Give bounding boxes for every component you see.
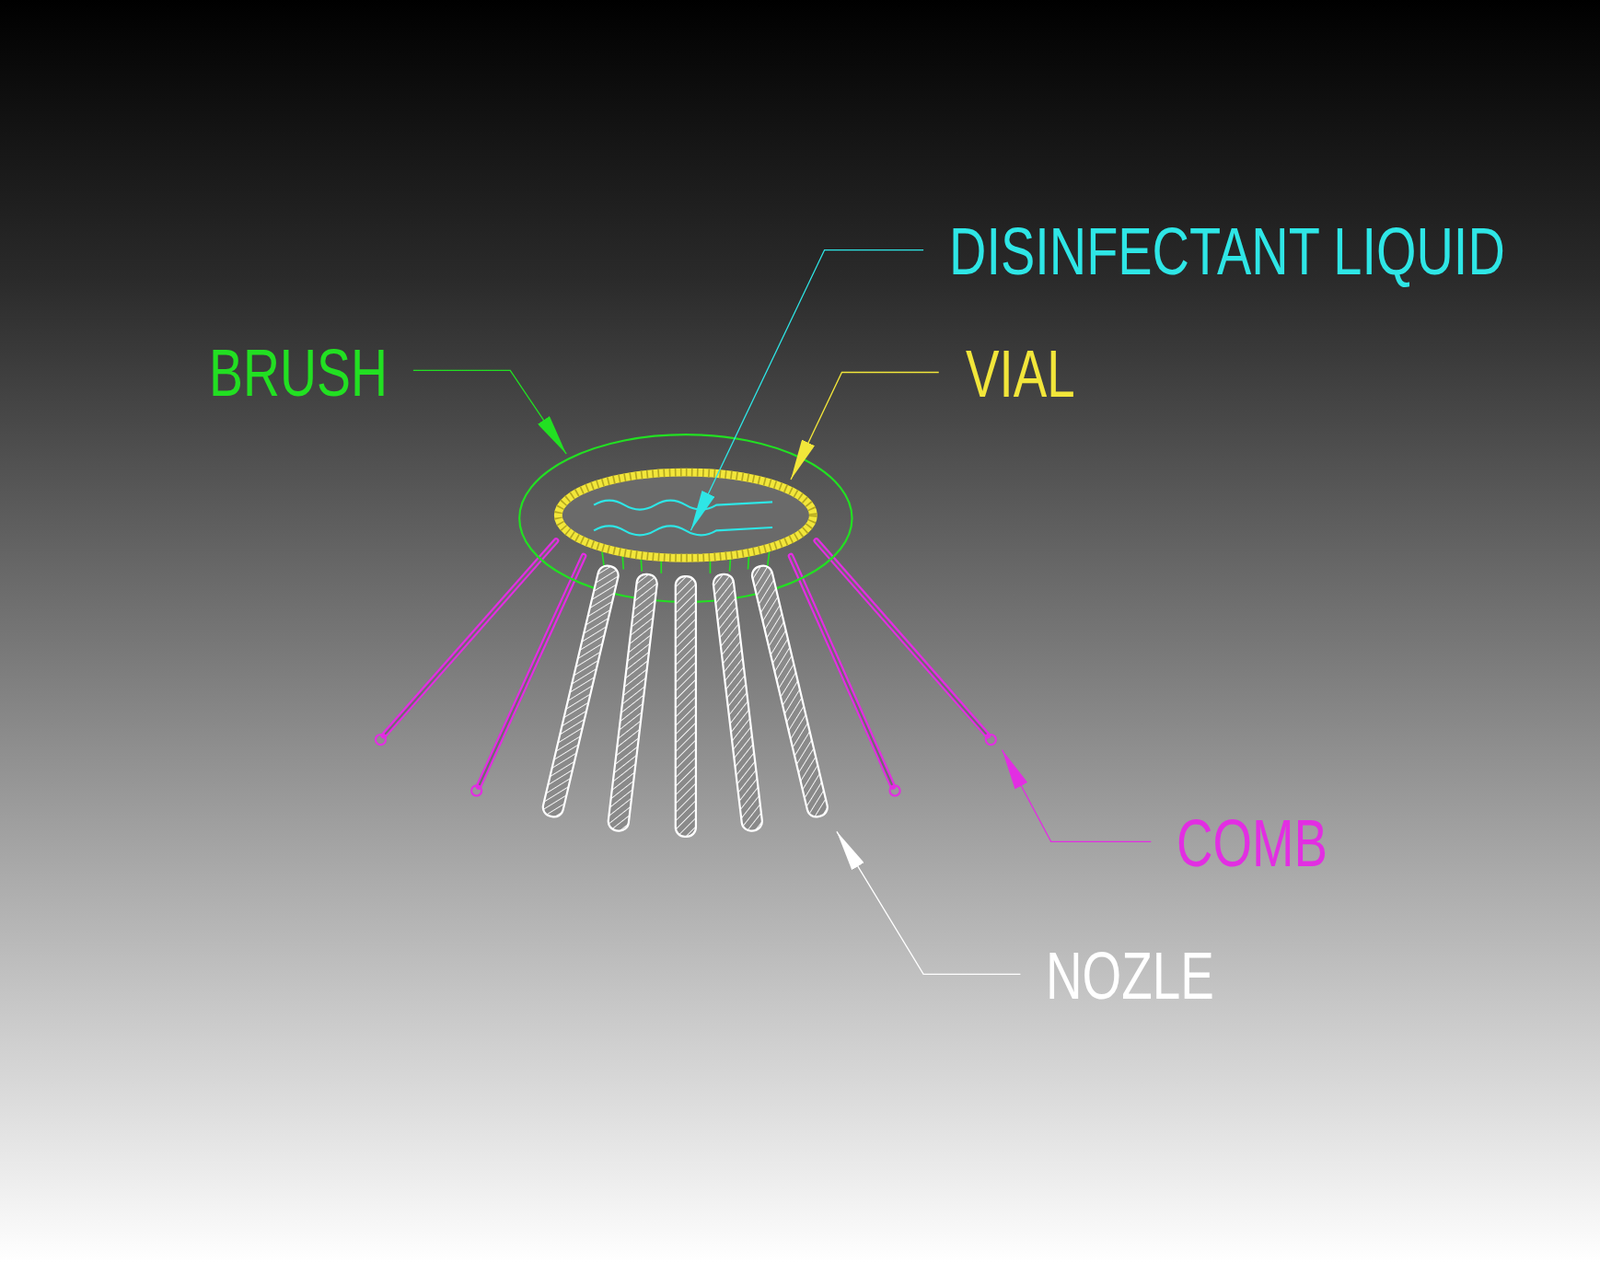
nozzle-label: NOZLE bbox=[1045, 941, 1215, 1009]
comb-label: COMB bbox=[1176, 809, 1328, 877]
leader-lines bbox=[413, 250, 1151, 975]
brush-label: BRUSH bbox=[208, 338, 388, 406]
nozzles bbox=[541, 564, 830, 837]
vial bbox=[557, 472, 813, 558]
vial-label: VIAL bbox=[965, 339, 1076, 407]
disinfectant-liquid bbox=[593, 500, 773, 536]
liquid-label: DISINFECTANT LIQUID bbox=[949, 217, 1506, 285]
